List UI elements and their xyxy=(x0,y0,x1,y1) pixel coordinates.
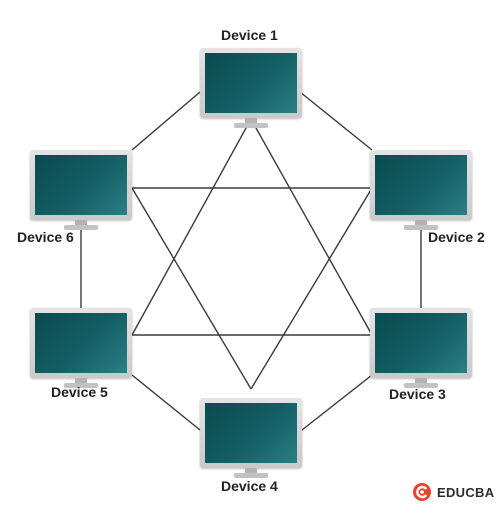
device-1-label: Device 1 xyxy=(221,27,278,43)
link-d1-d3 xyxy=(250,118,373,336)
link-d1-d2 xyxy=(299,91,373,151)
link-d5-d1 xyxy=(131,118,252,336)
link-d3-d4 xyxy=(301,374,373,431)
monitor-icon xyxy=(30,308,132,378)
brand-logo: EDUCBA xyxy=(412,481,494,503)
device-3-label: Device 3 xyxy=(389,386,446,402)
link-d6-d1 xyxy=(131,91,201,151)
monitor-icon xyxy=(30,150,132,220)
link-d2-d4 xyxy=(250,187,373,390)
brand-name: EDUCBA xyxy=(437,484,495,500)
link-d4-d6 xyxy=(131,187,252,390)
monitor-icon xyxy=(370,150,472,220)
device-4-label: Device 4 xyxy=(221,478,278,494)
device-2-label: Device 2 xyxy=(428,229,485,245)
educba-logo-icon xyxy=(413,483,431,501)
monitor-icon xyxy=(200,398,302,468)
device-5-label: Device 5 xyxy=(51,384,108,400)
device-6-label: Device 6 xyxy=(17,229,74,245)
monitor-icon xyxy=(370,308,472,378)
monitor-icon xyxy=(200,48,302,118)
link-d4-d5 xyxy=(131,374,201,431)
